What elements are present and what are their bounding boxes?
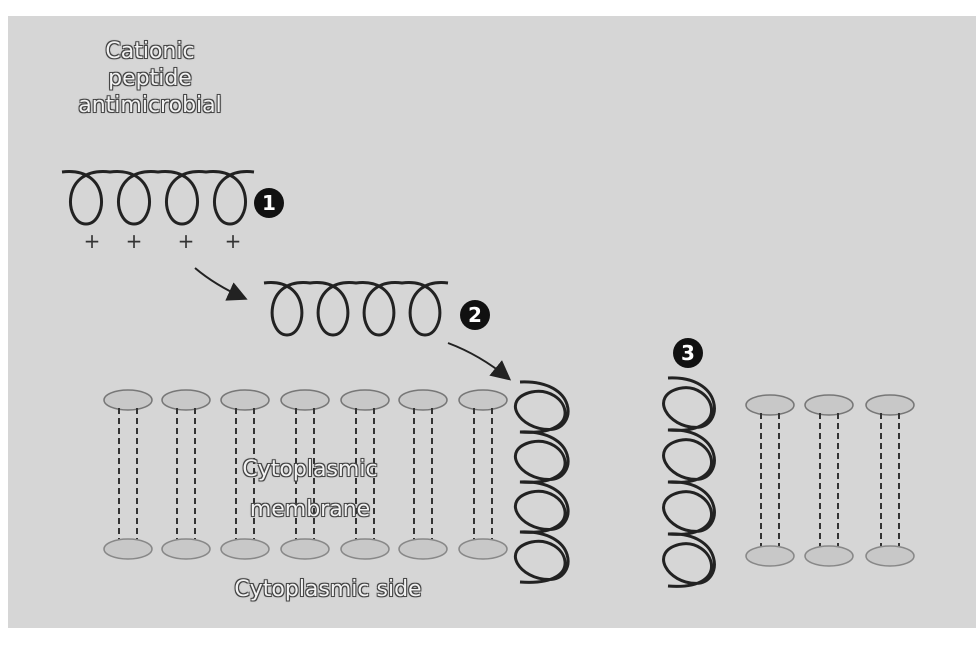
step-1-number: 1 (262, 191, 276, 215)
lipid-left-7 (459, 390, 507, 559)
charge-plus-3: + (178, 229, 195, 253)
peptide-label-line-3: antimicrobial (50, 92, 250, 119)
membrane-label: Cytoplasmic membrane (210, 450, 410, 530)
lipid-right-2 (805, 395, 853, 566)
step-2-badge: 2 (460, 300, 490, 330)
peptide-label-line-2: peptide (50, 65, 250, 92)
helix-inserting (515, 382, 568, 582)
helix-step-1 (62, 172, 254, 224)
step-1-badge: 1 (254, 188, 284, 218)
lipid-right-1 (746, 395, 794, 566)
charge-plus-2: + (126, 229, 143, 253)
membrane-right-lipids (746, 395, 914, 566)
charge-plus-1: + (84, 229, 101, 253)
membrane-label-line-1: Cytoplasmic (210, 450, 410, 490)
membrane-label-line-2: membrane (210, 490, 410, 530)
step-3-badge: 3 (673, 338, 703, 368)
step-2-number: 2 (468, 303, 482, 327)
lipid-left-1 (104, 390, 152, 559)
charge-plus-4: + (225, 229, 242, 253)
arrow-step1-to-step2 (195, 268, 244, 298)
peptide-label: Cationic peptide antimicrobial (50, 38, 250, 119)
step-3-number: 3 (681, 341, 695, 365)
charge-signs: + + + + (84, 229, 242, 253)
helix-pore (664, 378, 715, 586)
peptide-label-line-1: Cationic (50, 38, 250, 65)
lipid-right-3 (866, 395, 914, 566)
arrow-step2-to-step3 (448, 343, 508, 378)
lipid-left-2 (162, 390, 210, 559)
helix-step-2 (264, 283, 448, 335)
cytoplasmic-side-label: Cytoplasmic side (178, 576, 478, 603)
